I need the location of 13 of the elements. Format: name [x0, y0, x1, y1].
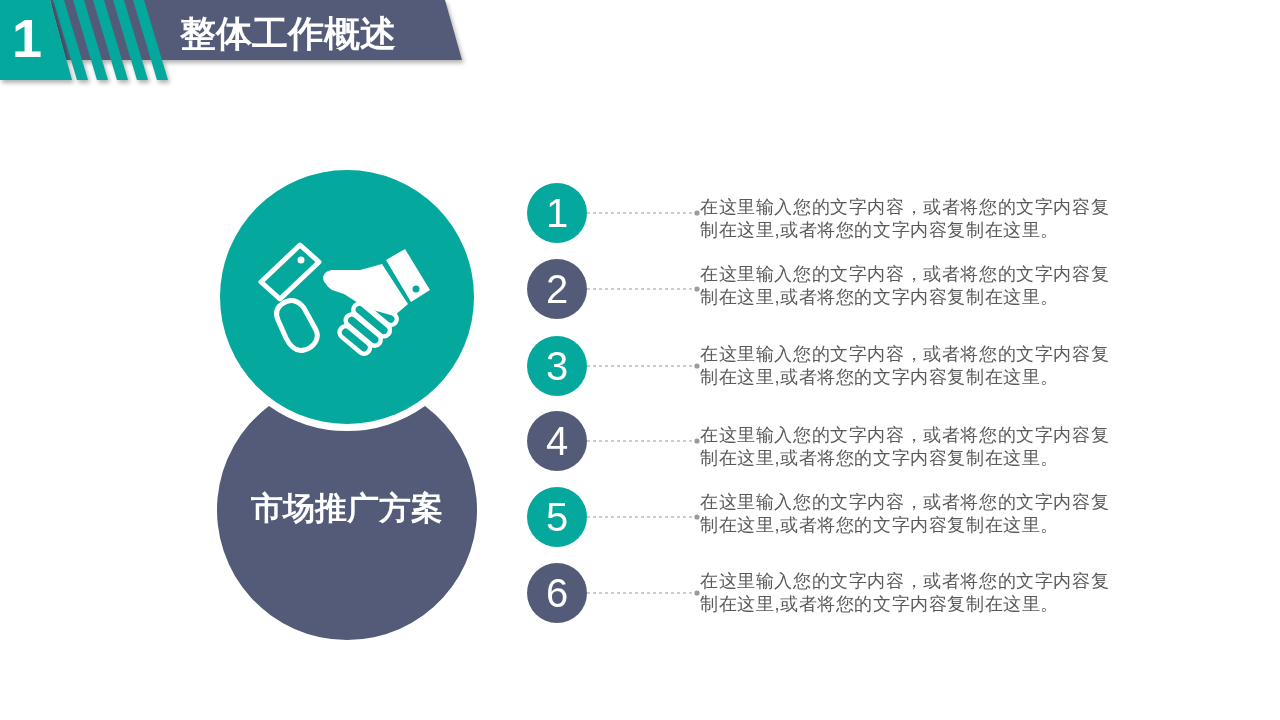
- description-text: 在这里输入您的文字内容，或者将您的文字内容复制在这里,或者将您的文字内容复制在这里。: [700, 491, 1118, 537]
- description-text: 在这里输入您的文字内容，或者将您的文字内容复制在这里,或者将您的文字内容复制在这里。: [700, 343, 1118, 389]
- dashed-connector: [586, 363, 700, 369]
- dashed-connector: [586, 514, 700, 520]
- dashed-connector: [586, 210, 700, 216]
- description-text: 在这里输入您的文字内容，或者将您的文字内容复制在这里,或者将您的文字内容复制在这里。: [700, 263, 1118, 309]
- dashed-connector: [586, 286, 700, 292]
- description-text: 在这里输入您的文字内容，或者将您的文字内容复制在这里,或者将您的文字内容复制在这里。: [700, 570, 1118, 616]
- description-text: 在这里输入您的文字内容，或者将您的文字内容复制在这里,或者将您的文字内容复制在这里。: [700, 196, 1118, 242]
- dashed-connector: [586, 438, 700, 444]
- slide-title: 整体工作概述: [180, 12, 396, 56]
- description-text: 在这里输入您的文字内容，或者将您的文字内容复制在这里,或者将您的文字内容复制在这里。: [700, 424, 1118, 470]
- dashed-connector: [586, 590, 700, 596]
